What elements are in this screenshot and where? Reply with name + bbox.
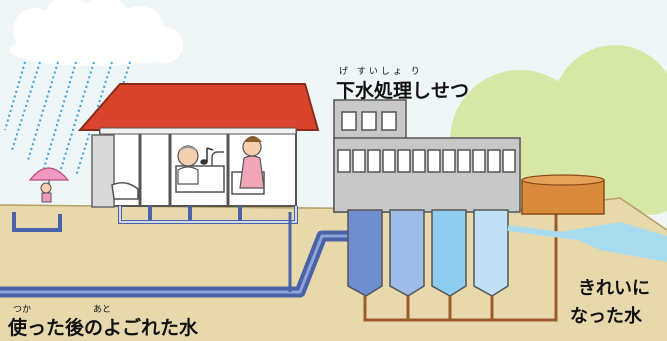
clean-river bbox=[560, 222, 667, 262]
clean-water-label-line1: きれいに bbox=[578, 278, 650, 299]
plant-window-row bbox=[337, 149, 516, 173]
clean-water-label-line2: なった水 bbox=[570, 306, 642, 327]
plant-window bbox=[382, 149, 396, 173]
woman-cooking-icon bbox=[239, 136, 265, 189]
plant-window bbox=[457, 149, 471, 173]
storage-tank bbox=[521, 174, 605, 215]
plant-window bbox=[352, 149, 366, 173]
clean-outflow bbox=[507, 225, 601, 243]
used-water-ruby-tsuka: つか bbox=[13, 305, 32, 315]
used-water-ruby-ato: あと bbox=[93, 305, 112, 315]
plant-label: 下水処理しせつ bbox=[336, 80, 470, 102]
plant-window bbox=[442, 149, 456, 173]
settling-tanks bbox=[347, 209, 509, 297]
plant-label-ruby: げ すいしょ り bbox=[339, 67, 423, 77]
cloud bbox=[10, 0, 183, 66]
grandpa-icon bbox=[177, 145, 199, 185]
used-water-label: 使った後のよごれた水 bbox=[8, 317, 199, 339]
plant-window bbox=[367, 149, 381, 173]
plant-window bbox=[472, 149, 486, 173]
roof bbox=[77, 83, 320, 131]
plant-window bbox=[412, 149, 426, 173]
plant-window bbox=[397, 149, 411, 173]
plant-window bbox=[427, 149, 441, 173]
plant-window bbox=[487, 149, 501, 173]
house bbox=[77, 83, 320, 208]
music-note-icon bbox=[200, 147, 214, 165]
faucet-icon bbox=[211, 151, 224, 166]
child-umbrella-icon bbox=[28, 167, 70, 203]
plant-window bbox=[502, 149, 516, 173]
plant-connecting-pipes bbox=[363, 210, 558, 322]
main-sewer-pipe-highlight bbox=[0, 234, 350, 294]
plant-window bbox=[337, 149, 351, 173]
toilet-icon bbox=[111, 182, 139, 200]
drain-outline bbox=[119, 206, 297, 223]
